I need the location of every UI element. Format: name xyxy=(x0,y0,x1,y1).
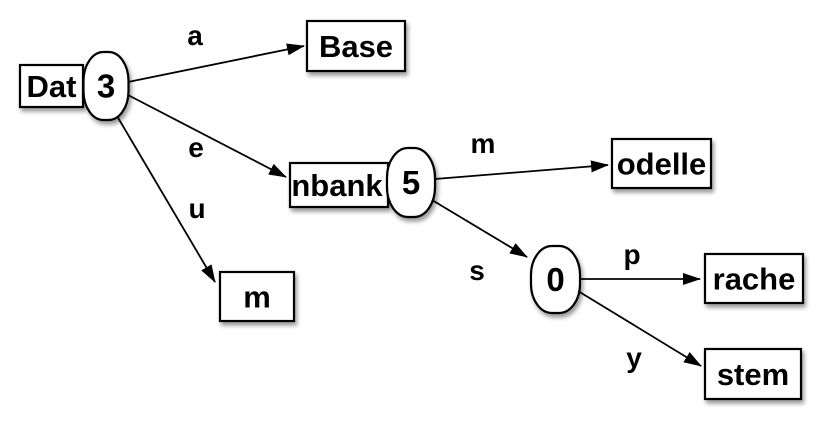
edge-u-arrow xyxy=(116,115,216,283)
node-nbank-box xyxy=(288,161,390,209)
node-stem-box xyxy=(703,347,803,401)
edge-s-arrow xyxy=(431,199,528,258)
node-count-3-label: 3 xyxy=(97,68,115,105)
node-count-5: 5 xyxy=(385,146,437,219)
node-nbank-label: nbank xyxy=(291,168,383,203)
node-count-3: 3 xyxy=(82,50,130,122)
node-dat: Dat xyxy=(18,63,85,109)
node-m-box xyxy=(218,270,296,323)
edges xyxy=(116,43,702,367)
edge-e-label: e xyxy=(188,132,204,163)
edge-u-label: u xyxy=(188,193,205,224)
edge-a-label: a xyxy=(187,20,203,51)
edge-p-label: p xyxy=(623,239,640,270)
node-odelle-label: odelle xyxy=(617,147,707,182)
node-stem-label: stem xyxy=(717,357,789,392)
edge-a-arrow xyxy=(127,43,305,83)
node-count-5-oval xyxy=(385,146,437,219)
node-count-3-oval xyxy=(82,50,130,122)
node-count-5-label: 5 xyxy=(402,164,420,201)
node-dat-box xyxy=(18,63,85,109)
edge-e-arrow xyxy=(127,94,287,178)
node-count-0-label: 0 xyxy=(546,261,564,298)
edge-m-label: m xyxy=(471,128,496,159)
node-count-0-oval xyxy=(529,244,582,315)
node-m-label: m xyxy=(243,280,271,315)
node-dat-label: Dat xyxy=(27,69,77,104)
node-odelle: odelle xyxy=(610,137,713,190)
edge-y-arrow xyxy=(577,290,702,367)
edge-m-arrow xyxy=(434,160,609,180)
edge-s-label: s xyxy=(469,255,485,286)
node-rache-box xyxy=(703,252,805,305)
node-nbank: nbank xyxy=(288,161,390,209)
node-base-box xyxy=(305,19,407,73)
node-base: Base xyxy=(305,19,407,73)
node-rache-label: rache xyxy=(713,262,796,297)
edge-y-label: y xyxy=(626,342,642,373)
node-stem: stem xyxy=(703,347,803,401)
node-odelle-box xyxy=(610,137,713,190)
node-count-0: 0 xyxy=(529,244,582,315)
edge-labels: a e u m s p y xyxy=(187,20,642,373)
node-m: m xyxy=(218,270,296,323)
node-base-label: Base xyxy=(319,29,393,64)
node-rache: rache xyxy=(703,252,805,305)
